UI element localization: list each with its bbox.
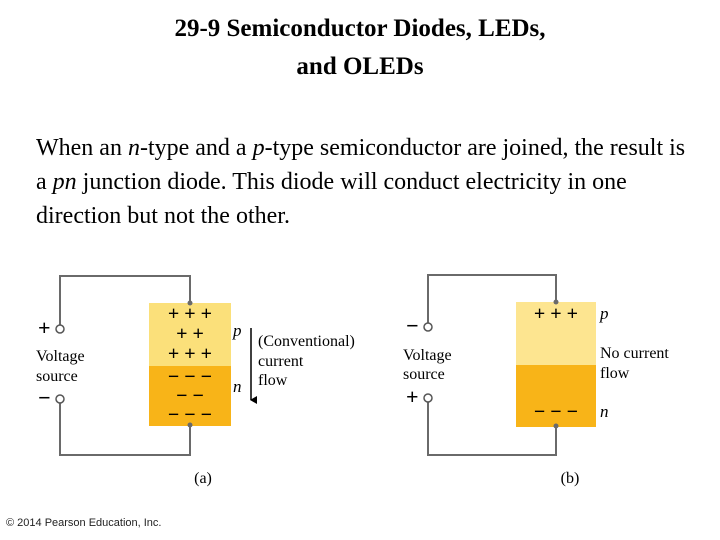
terminal-minus-b bbox=[423, 322, 433, 332]
current-label-a: current bbox=[258, 353, 304, 370]
body-italic-p: p bbox=[252, 135, 265, 161]
voltage-label-a: Voltage bbox=[36, 348, 85, 365]
contact-bottom-b bbox=[553, 423, 559, 429]
n-charge-row-a: − − − bbox=[168, 366, 212, 388]
p-label-a: p bbox=[232, 321, 242, 340]
caption-b: (b) bbox=[561, 470, 580, 487]
p-charge-row-a: + + + bbox=[168, 303, 212, 325]
circuit-wire-bottom-a bbox=[59, 402, 191, 456]
n-region-b bbox=[516, 365, 596, 427]
terminal-minus-a bbox=[55, 394, 65, 404]
p-label-b: p bbox=[599, 304, 609, 323]
circuit-wire-top-a bbox=[59, 275, 191, 325]
contact-top-b bbox=[553, 299, 559, 305]
figure-a: + − Voltage source + + + + + + + + − − −… bbox=[36, 275, 355, 487]
body-text-segment: -type semiconductor are joined, the resu… bbox=[36, 135, 686, 195]
body-text-segment: -type and a bbox=[139, 135, 253, 161]
current-label-a: flow bbox=[258, 372, 288, 389]
contact-top-a bbox=[187, 300, 193, 306]
n-label-b: n bbox=[600, 402, 609, 421]
circuit-wire-top-b bbox=[427, 274, 557, 324]
plus-sign-b: + bbox=[406, 384, 419, 409]
source-label-a: source bbox=[36, 368, 78, 385]
minus-sign-a: − bbox=[38, 385, 51, 410]
source-label-b: source bbox=[403, 366, 445, 383]
circuit-wire-bottom-b bbox=[427, 401, 557, 456]
p-charge-row-a: + + bbox=[176, 323, 204, 345]
n-region-a bbox=[149, 366, 231, 426]
p-charge-row-b: + + + bbox=[534, 303, 578, 325]
body-italic-n: n bbox=[127, 135, 140, 161]
body-paragraph: When an n-type and a p-type semiconducto… bbox=[36, 131, 696, 233]
voltage-label-b: Voltage bbox=[403, 347, 452, 364]
body-text-segment: When an bbox=[36, 135, 128, 161]
title-line-1: 29-9 Semiconductor Diodes, LEDs, bbox=[174, 15, 546, 42]
p-region-b bbox=[516, 302, 596, 365]
no-current-label-b: flow bbox=[600, 365, 630, 382]
n-charge-row-a: − − bbox=[176, 385, 204, 407]
title-line-2: and OLEDs bbox=[296, 53, 424, 80]
n-label-a: n bbox=[233, 377, 242, 396]
caption-a: (a) bbox=[194, 470, 212, 487]
terminal-plus-b bbox=[423, 393, 433, 403]
body-italic-pn: pn bbox=[52, 169, 77, 195]
n-charge-row-a: − − − bbox=[168, 404, 212, 426]
figure-b: − + Voltage source + + + − − − p No curr… bbox=[403, 274, 669, 487]
copyright-notice: © 2014 Pearson Education, Inc. bbox=[6, 517, 162, 529]
body-text-segment: junction diode. This diode will conduct … bbox=[36, 169, 627, 229]
p-charge-row-a: + + + bbox=[168, 343, 212, 365]
contact-bottom-a bbox=[187, 422, 193, 428]
current-label-a: (Conventional) bbox=[258, 333, 355, 350]
p-region-a bbox=[149, 303, 231, 366]
no-current-label-b: No current bbox=[600, 345, 669, 362]
minus-sign-b: − bbox=[406, 313, 419, 338]
n-charge-row-b: − − − bbox=[534, 401, 578, 423]
terminal-plus-a bbox=[55, 324, 65, 334]
plus-sign-a: + bbox=[38, 315, 51, 340]
slide-title: 29-9 Semiconductor Diodes, LEDs, and OLE… bbox=[0, 10, 720, 86]
